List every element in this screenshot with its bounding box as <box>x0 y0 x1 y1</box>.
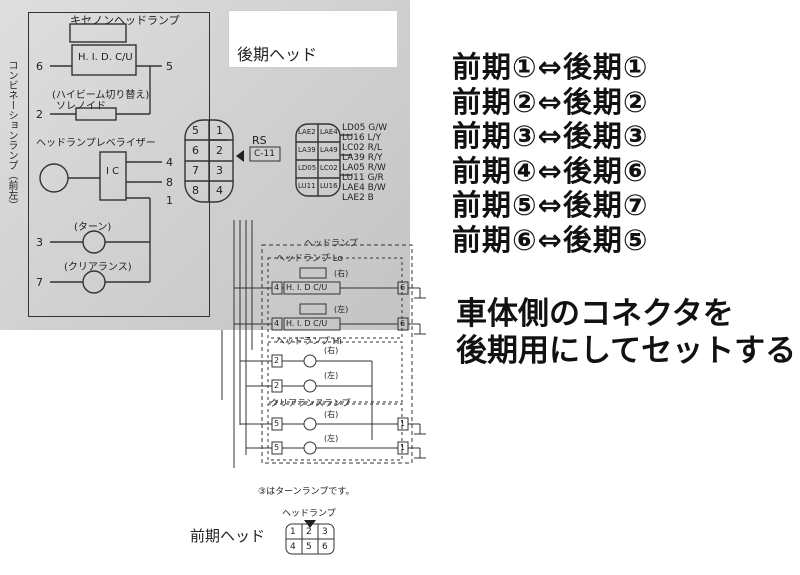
hibeam-solenoid-label-2: ソレノイド <box>56 101 106 112</box>
mid-pin-la39: LA39 <box>298 146 316 154</box>
c11-label: C-11 <box>254 149 275 159</box>
wire-label-1: LD05 G/W <box>342 123 388 133</box>
mid-pin-lae4: LAE4 <box>320 128 338 136</box>
mid-pin-lu16: LU16 <box>320 182 338 190</box>
zenki-head-label: 前期ヘッド <box>190 527 266 545</box>
hibeam-solenoid-label-1: (ハイビーム切り替え) <box>52 90 150 101</box>
wiring-diagram-photo: キセノンヘッドランプ H. I. D. C/U (ハイビーム切り替え) ソレノイ… <box>0 0 410 330</box>
photo-hid-cu-label: H. I. D. C/U <box>78 52 133 63</box>
mapping-item: 前期③⇔後期③ <box>452 119 649 153</box>
turn-lamp-note: ③はターンランプです。 <box>258 487 355 497</box>
hi-left-label: (左) <box>324 371 339 380</box>
clearance-right-pin-5: 5 <box>274 419 280 428</box>
wire-label-2: LU16 L/Y <box>342 133 382 143</box>
headlamp-lo-label: ヘッドランプ Lo <box>276 254 343 264</box>
mid-pin-lae2: LAE2 <box>298 128 316 136</box>
photo-wiring-svg <box>39 23 352 294</box>
headlamp-hi-label: ヘッドランプ Hi <box>276 337 342 347</box>
kouki-head-label-box: 後期ヘッド <box>228 10 398 68</box>
photo-pin-2: 2 <box>36 108 43 121</box>
ic-label: I C <box>106 166 120 177</box>
photo-pin-5: 5 <box>166 60 173 73</box>
connector-pin-7: 7 <box>192 164 199 177</box>
clearance-left-pin-5: 5 <box>274 443 280 452</box>
photo-pin-6: 6 <box>36 60 43 73</box>
instruction-line-2: 後期用にしてセットする <box>456 333 797 369</box>
mapping-item: 前期①⇔後期① <box>452 50 649 84</box>
clearance-right-pin-1: 1 <box>400 419 406 428</box>
wire-label-8: LAE2 B <box>342 193 374 203</box>
connector-pin-5: 5 <box>192 124 199 137</box>
clearance-left-pin-1: 1 <box>400 443 406 452</box>
lo-left-label: (左) <box>334 305 349 314</box>
rs-label: RS <box>252 134 267 147</box>
connector-pin-2: 2 <box>216 144 223 157</box>
mapping-item: 前期②⇔後期② <box>452 84 649 119</box>
mapping-item: 前期⑤⇔後期⑦ <box>452 188 649 222</box>
pin-mapping-list: 前期①⇔後期① 前期②⇔後期② 前期③⇔後期③ 前期④⇔後期⑥ 前期⑤⇔後期⑦ … <box>452 50 648 257</box>
zenki-pin-1: 1 <box>290 527 296 537</box>
mid-pin-lc02: LC02 <box>320 164 338 172</box>
mid-pin-lu11: LU11 <box>298 182 316 190</box>
wire-label-3: LC02 R/L <box>342 143 382 153</box>
zenki-pin-6: 6 <box>322 542 328 552</box>
lo-right-pin-6: 6 <box>400 283 406 292</box>
zenki-pin-4: 4 <box>290 542 296 552</box>
hi-left-pin-2: 2 <box>274 381 280 390</box>
zenki-pin-2: 2 <box>306 527 312 537</box>
photo-pin-4: 4 <box>166 156 173 169</box>
headlamp-section-title: ヘッドランプ <box>304 239 358 249</box>
xenon-headlamp-label: キセノンヘッドランプ <box>70 14 180 27</box>
photo-pin-8: 8 <box>166 176 173 189</box>
clearance-label: (クリアランス) <box>64 262 132 273</box>
lo-left-pin-6: 6 <box>400 319 406 328</box>
connector-pin-4: 4 <box>216 184 223 197</box>
wire-label-6: LU11 G/R <box>342 173 384 183</box>
clearance-lamp-label: クリアランスランプ <box>270 399 351 409</box>
zenki-pin-5: 5 <box>306 542 312 552</box>
connector-pin-1: 1 <box>216 124 223 137</box>
mapping-item: 前期④⇔後期⑥ <box>452 153 649 188</box>
lo-right-pin-4: 4 <box>274 283 280 292</box>
clearance-right-label: (右) <box>324 410 339 419</box>
hi-right-pin-2: 2 <box>274 356 280 365</box>
headlamp-leveler-label: ヘッドランプレベライザー <box>36 138 156 149</box>
kouki-head-label: 後期ヘッド <box>237 45 318 64</box>
wire-label-4: LA39 R/Y <box>342 153 383 163</box>
lo-right-hid-cu: H. I. D C/U <box>286 283 328 292</box>
mid-pin-la49: LA49 <box>320 146 338 154</box>
instruction-text: 車体側のコネクタを 後期用にしてセットする <box>456 296 796 370</box>
photo-pin-1: 1 <box>166 194 173 207</box>
lo-right-label: (右) <box>334 269 349 278</box>
mapping-item: 前期⑥⇔後期⑤ <box>452 222 649 257</box>
lo-left-pin-4: 4 <box>274 319 280 328</box>
instruction-line-1: 車体側のコネクタを <box>456 296 734 332</box>
photo-pin-7: 7 <box>36 276 43 289</box>
combination-lamp-side-label: コンビネーションランプ（前左） <box>6 60 17 210</box>
connector-pin-6: 6 <box>192 144 199 157</box>
connector-pin-3: 3 <box>216 164 223 177</box>
photo-pin-3: 3 <box>36 236 43 249</box>
zenki-connector-title: ヘッドランプ <box>282 509 336 519</box>
hi-right-label: (右) <box>324 346 339 355</box>
turn-label: (ターン) <box>74 222 112 233</box>
zenki-pin-3: 3 <box>322 527 328 537</box>
lo-left-hid-cu: H. I. D C/U <box>286 319 328 328</box>
connector-pin-8: 8 <box>192 184 199 197</box>
connector-arrow-icon <box>236 150 244 162</box>
mid-pin-ld05: LD05 <box>298 164 317 172</box>
wire-label-5: LA05 R/W <box>342 163 386 173</box>
wire-label-7: LAE4 B/W <box>342 183 386 193</box>
clearance-left-label: (左) <box>324 434 339 443</box>
